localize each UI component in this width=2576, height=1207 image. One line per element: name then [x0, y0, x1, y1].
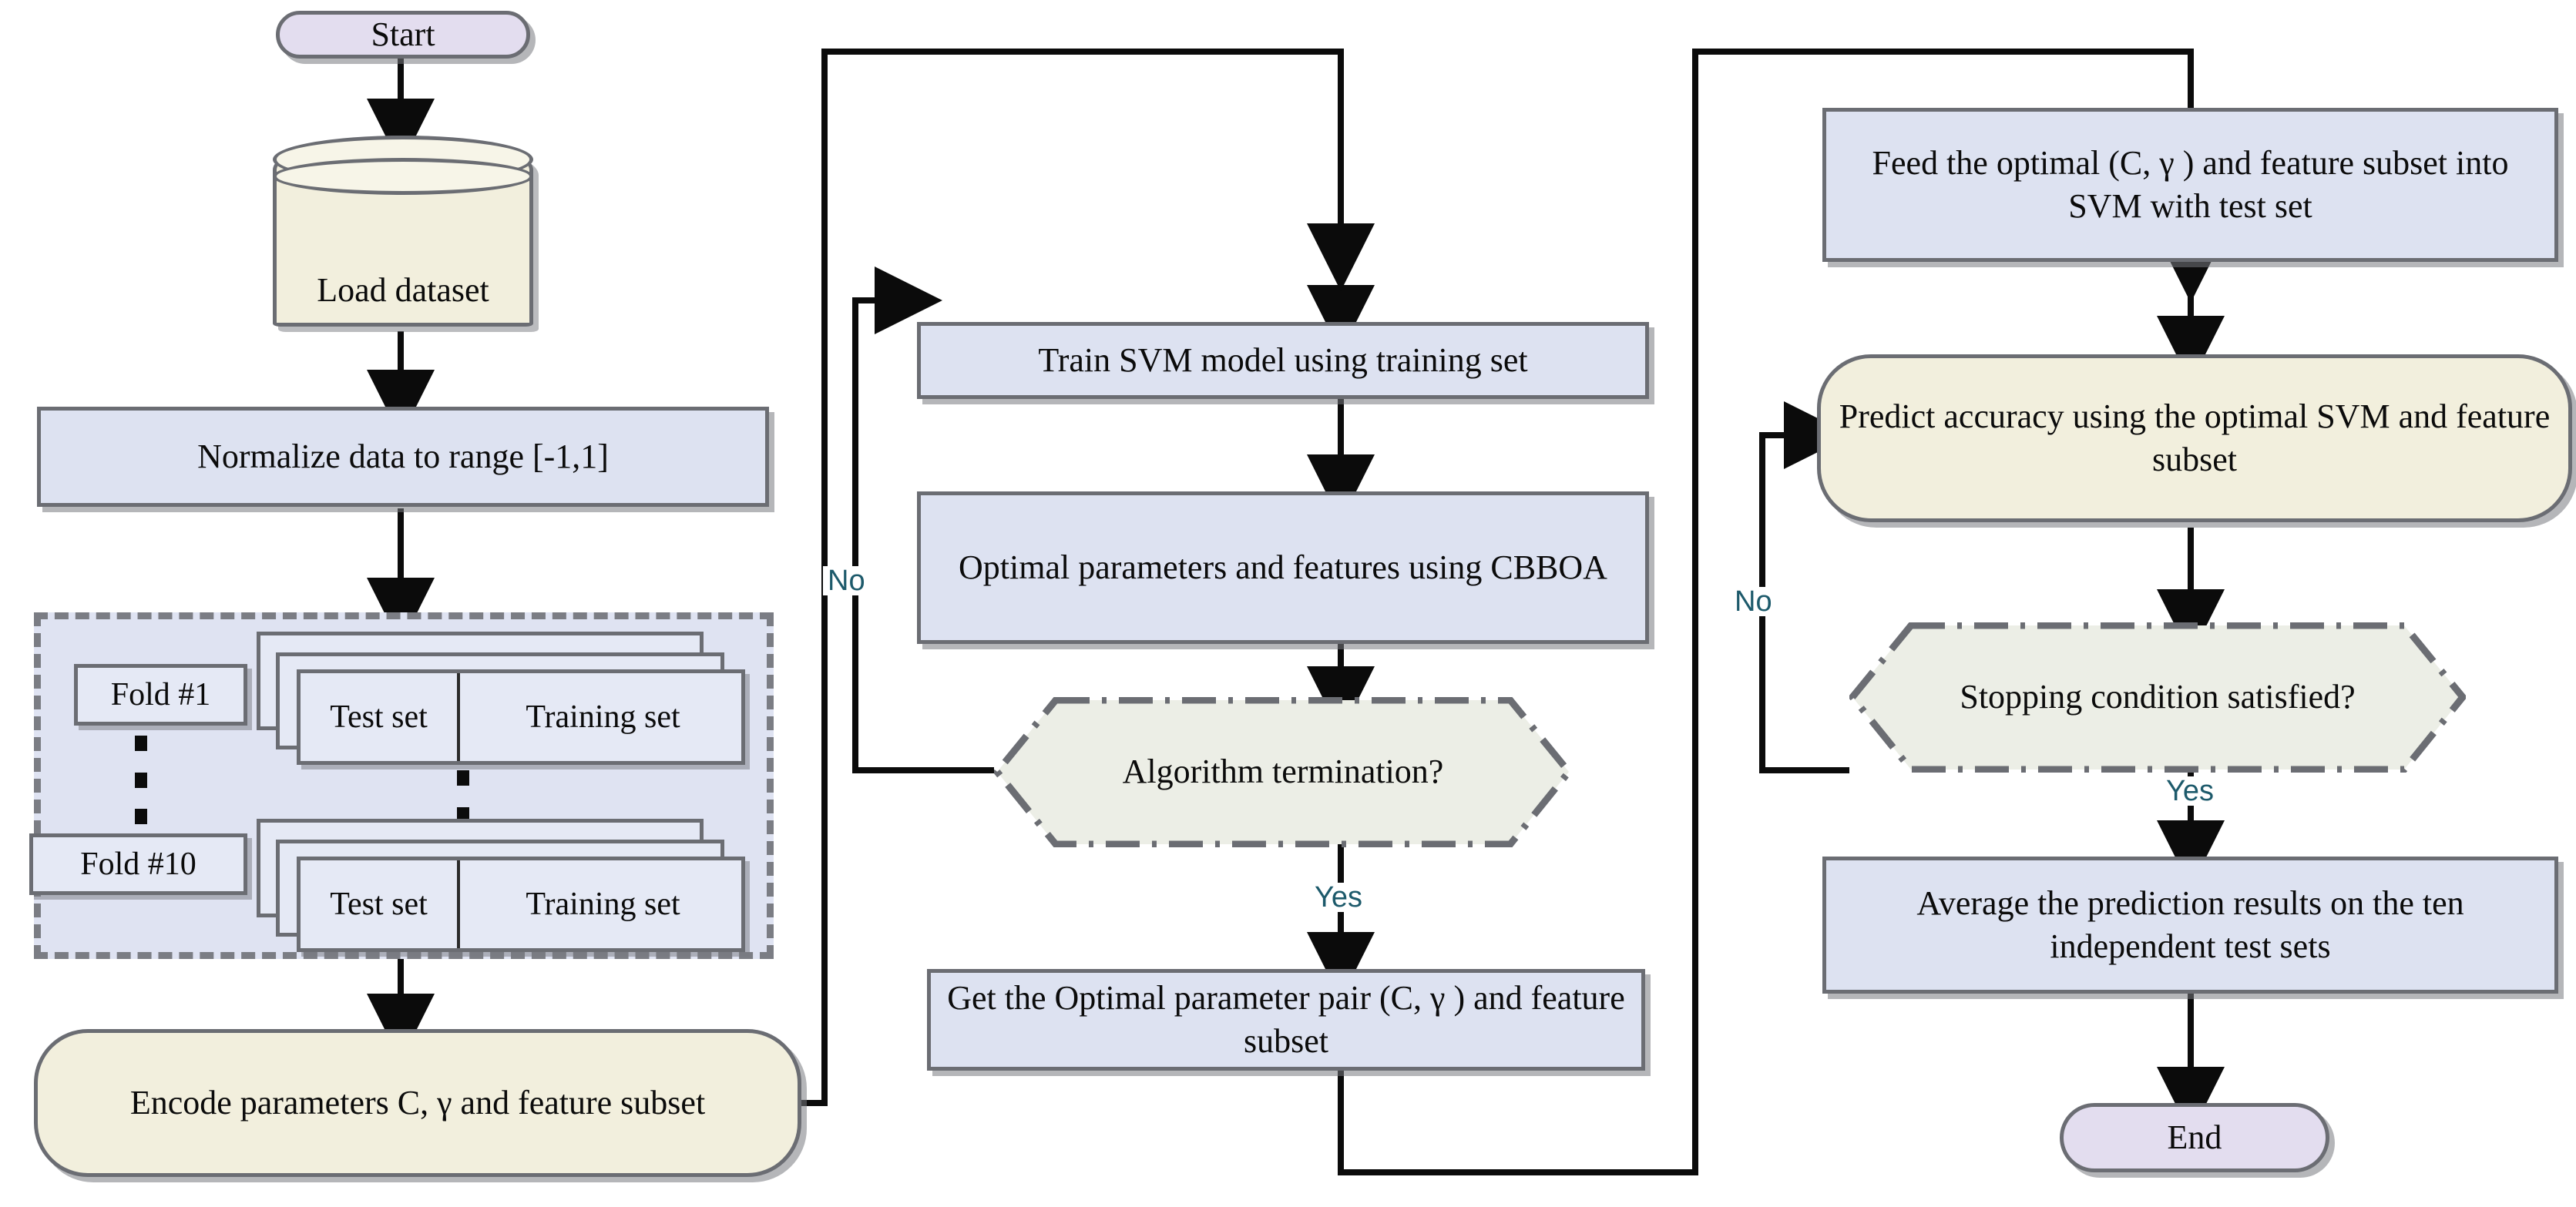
hexagon-shape — [992, 696, 1573, 848]
fold1-card-divider — [457, 673, 460, 761]
fold1-card-front[interactable]: Test set Training set — [297, 669, 745, 765]
node-average-results-label: Average the prediction results on the te… — [1916, 883, 2464, 965]
node-end-label: End — [2167, 1118, 2222, 1156]
node-feed-optimal[interactable]: Feed the optimal (C, γ ) and feature sub… — [1822, 108, 2558, 262]
cylinder-second-ellipse — [273, 158, 533, 195]
node-normalize-label: Normalize data to range [-1,1] — [197, 437, 609, 475]
node-stopping-condition[interactable]: Stopping condition satisfied? — [1848, 622, 2467, 773]
edge-encode-to-train-top — [801, 49, 1375, 1106]
fold-ellipsis-left — [135, 736, 147, 824]
node-get-optimal-label: Get the Optimal parameter pair (C, γ ) a… — [947, 978, 1625, 1060]
edge-get-to-feed-top — [1338, 49, 2225, 1175]
node-algorithm-termination-label: Algorithm termination? — [1122, 753, 1444, 791]
node-get-optimal[interactable]: Get the Optimal parameter pair (C, γ ) a… — [927, 969, 1645, 1071]
fold10-training-set-label: Training set — [526, 887, 680, 922]
node-feed-optimal-label: Feed the optimal (C, γ ) and feature sub… — [1872, 143, 2509, 225]
edge-label-stopping-no: No — [1730, 587, 1777, 616]
edge-label-algorithm-yes: Yes — [1310, 883, 1367, 912]
node-stopping-condition-label: Stopping condition satisfied? — [1960, 678, 2356, 716]
node-average-results[interactable]: Average the prediction results on the te… — [1822, 857, 2558, 994]
node-optimal-params-label: Optimal parameters and features using CB… — [959, 548, 1607, 586]
node-start[interactable]: Start — [276, 11, 530, 59]
fold1-training-set-label: Training set — [526, 699, 680, 735]
fold10-card-front[interactable]: Test set Training set — [297, 857, 745, 952]
node-encode[interactable]: Encode parameters C, γ and feature subse… — [34, 1029, 801, 1177]
node-load-dataset[interactable]: Load dataset — [273, 136, 533, 327]
node-start-label: Start — [371, 15, 435, 53]
edge-label-algorithm-no: No — [823, 566, 870, 595]
node-train-svm[interactable]: Train SVM model using training set — [917, 322, 1649, 399]
node-predict-accuracy[interactable]: Predict accuracy using the optimal SVM a… — [1817, 354, 2572, 522]
node-optimal-params[interactable]: Optimal parameters and features using CB… — [917, 491, 1649, 644]
fold1-test-set-label: Test set — [330, 699, 428, 735]
fold10-label: Fold #10 — [29, 833, 247, 895]
hexagon-shape — [1848, 622, 2467, 773]
node-predict-accuracy-label: Predict accuracy using the optimal SVM a… — [1839, 397, 2551, 478]
node-end[interactable]: End — [2060, 1103, 2329, 1172]
node-normalize[interactable]: Normalize data to range [-1,1] — [37, 407, 769, 507]
fold10-card-divider — [457, 860, 460, 948]
fold1-label: Fold #1 — [74, 664, 247, 726]
edge-label-stopping-yes: Yes — [2161, 776, 2218, 806]
fold10-test-set-label: Test set — [330, 887, 428, 922]
edge-algorithm-no-loop — [852, 267, 994, 773]
node-load-dataset-label: Load dataset — [317, 270, 489, 309]
node-algorithm-termination[interactable]: Algorithm termination? — [992, 696, 1573, 848]
node-encode-label: Encode parameters C, γ and feature subse… — [129, 1083, 706, 1122]
node-train-svm-label: Train SVM model using training set — [1038, 340, 1528, 379]
